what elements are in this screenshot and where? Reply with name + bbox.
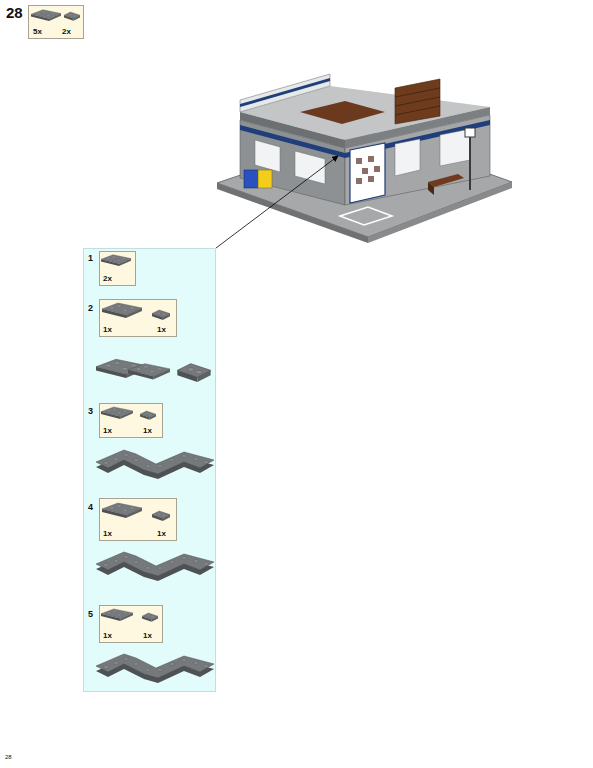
substep-panel: 2x 1x 1x 1x 1x 1x 1x 1x 1x 1 2 3 4 5 xyxy=(83,248,216,692)
part-quantity: 1x xyxy=(103,326,112,334)
substep-number: 1 xyxy=(88,254,93,263)
parts-list-box: 1x 1x xyxy=(99,605,163,643)
part-quantity: 1x xyxy=(143,427,152,435)
part-quantity: 5x xyxy=(33,28,42,36)
parts-list-box: 1x 1x xyxy=(99,403,163,438)
parts-list-box: 2x xyxy=(99,251,136,286)
page-number: 28 xyxy=(5,754,12,760)
parts-list-box: 1x 1x xyxy=(99,299,177,337)
parts-box-fill xyxy=(99,498,177,541)
parts-box-fill xyxy=(99,605,163,643)
part-quantity: 1x xyxy=(157,326,166,334)
part-icons xyxy=(31,10,170,622)
parts-list-box: 1x 1x xyxy=(99,498,177,541)
substep-number: 3 xyxy=(88,407,93,416)
part-quantity: 2x xyxy=(62,28,71,36)
parts-box-fill xyxy=(99,403,163,438)
part-quantity: 1x xyxy=(143,632,152,640)
parts-list-box: 5x 2x xyxy=(28,5,84,39)
part-quantity: 1x xyxy=(103,427,112,435)
part-quantity: 1x xyxy=(103,632,112,640)
part-quantity: 1x xyxy=(103,530,112,538)
substep-number: 2 xyxy=(88,304,93,313)
step-number: 28 xyxy=(6,5,23,20)
leader-line xyxy=(216,156,338,248)
parts-box-fill xyxy=(28,5,84,39)
part-quantity: 1x xyxy=(157,530,166,538)
substep-number: 5 xyxy=(88,610,93,619)
substep-number: 4 xyxy=(88,503,93,512)
part-quantity: 2x xyxy=(103,275,112,283)
building-model xyxy=(217,74,512,243)
parts-box-fill xyxy=(99,299,177,337)
assembled-plates xyxy=(96,359,214,683)
substep-panel-fill xyxy=(83,248,216,692)
parts-box-fill xyxy=(99,251,136,286)
